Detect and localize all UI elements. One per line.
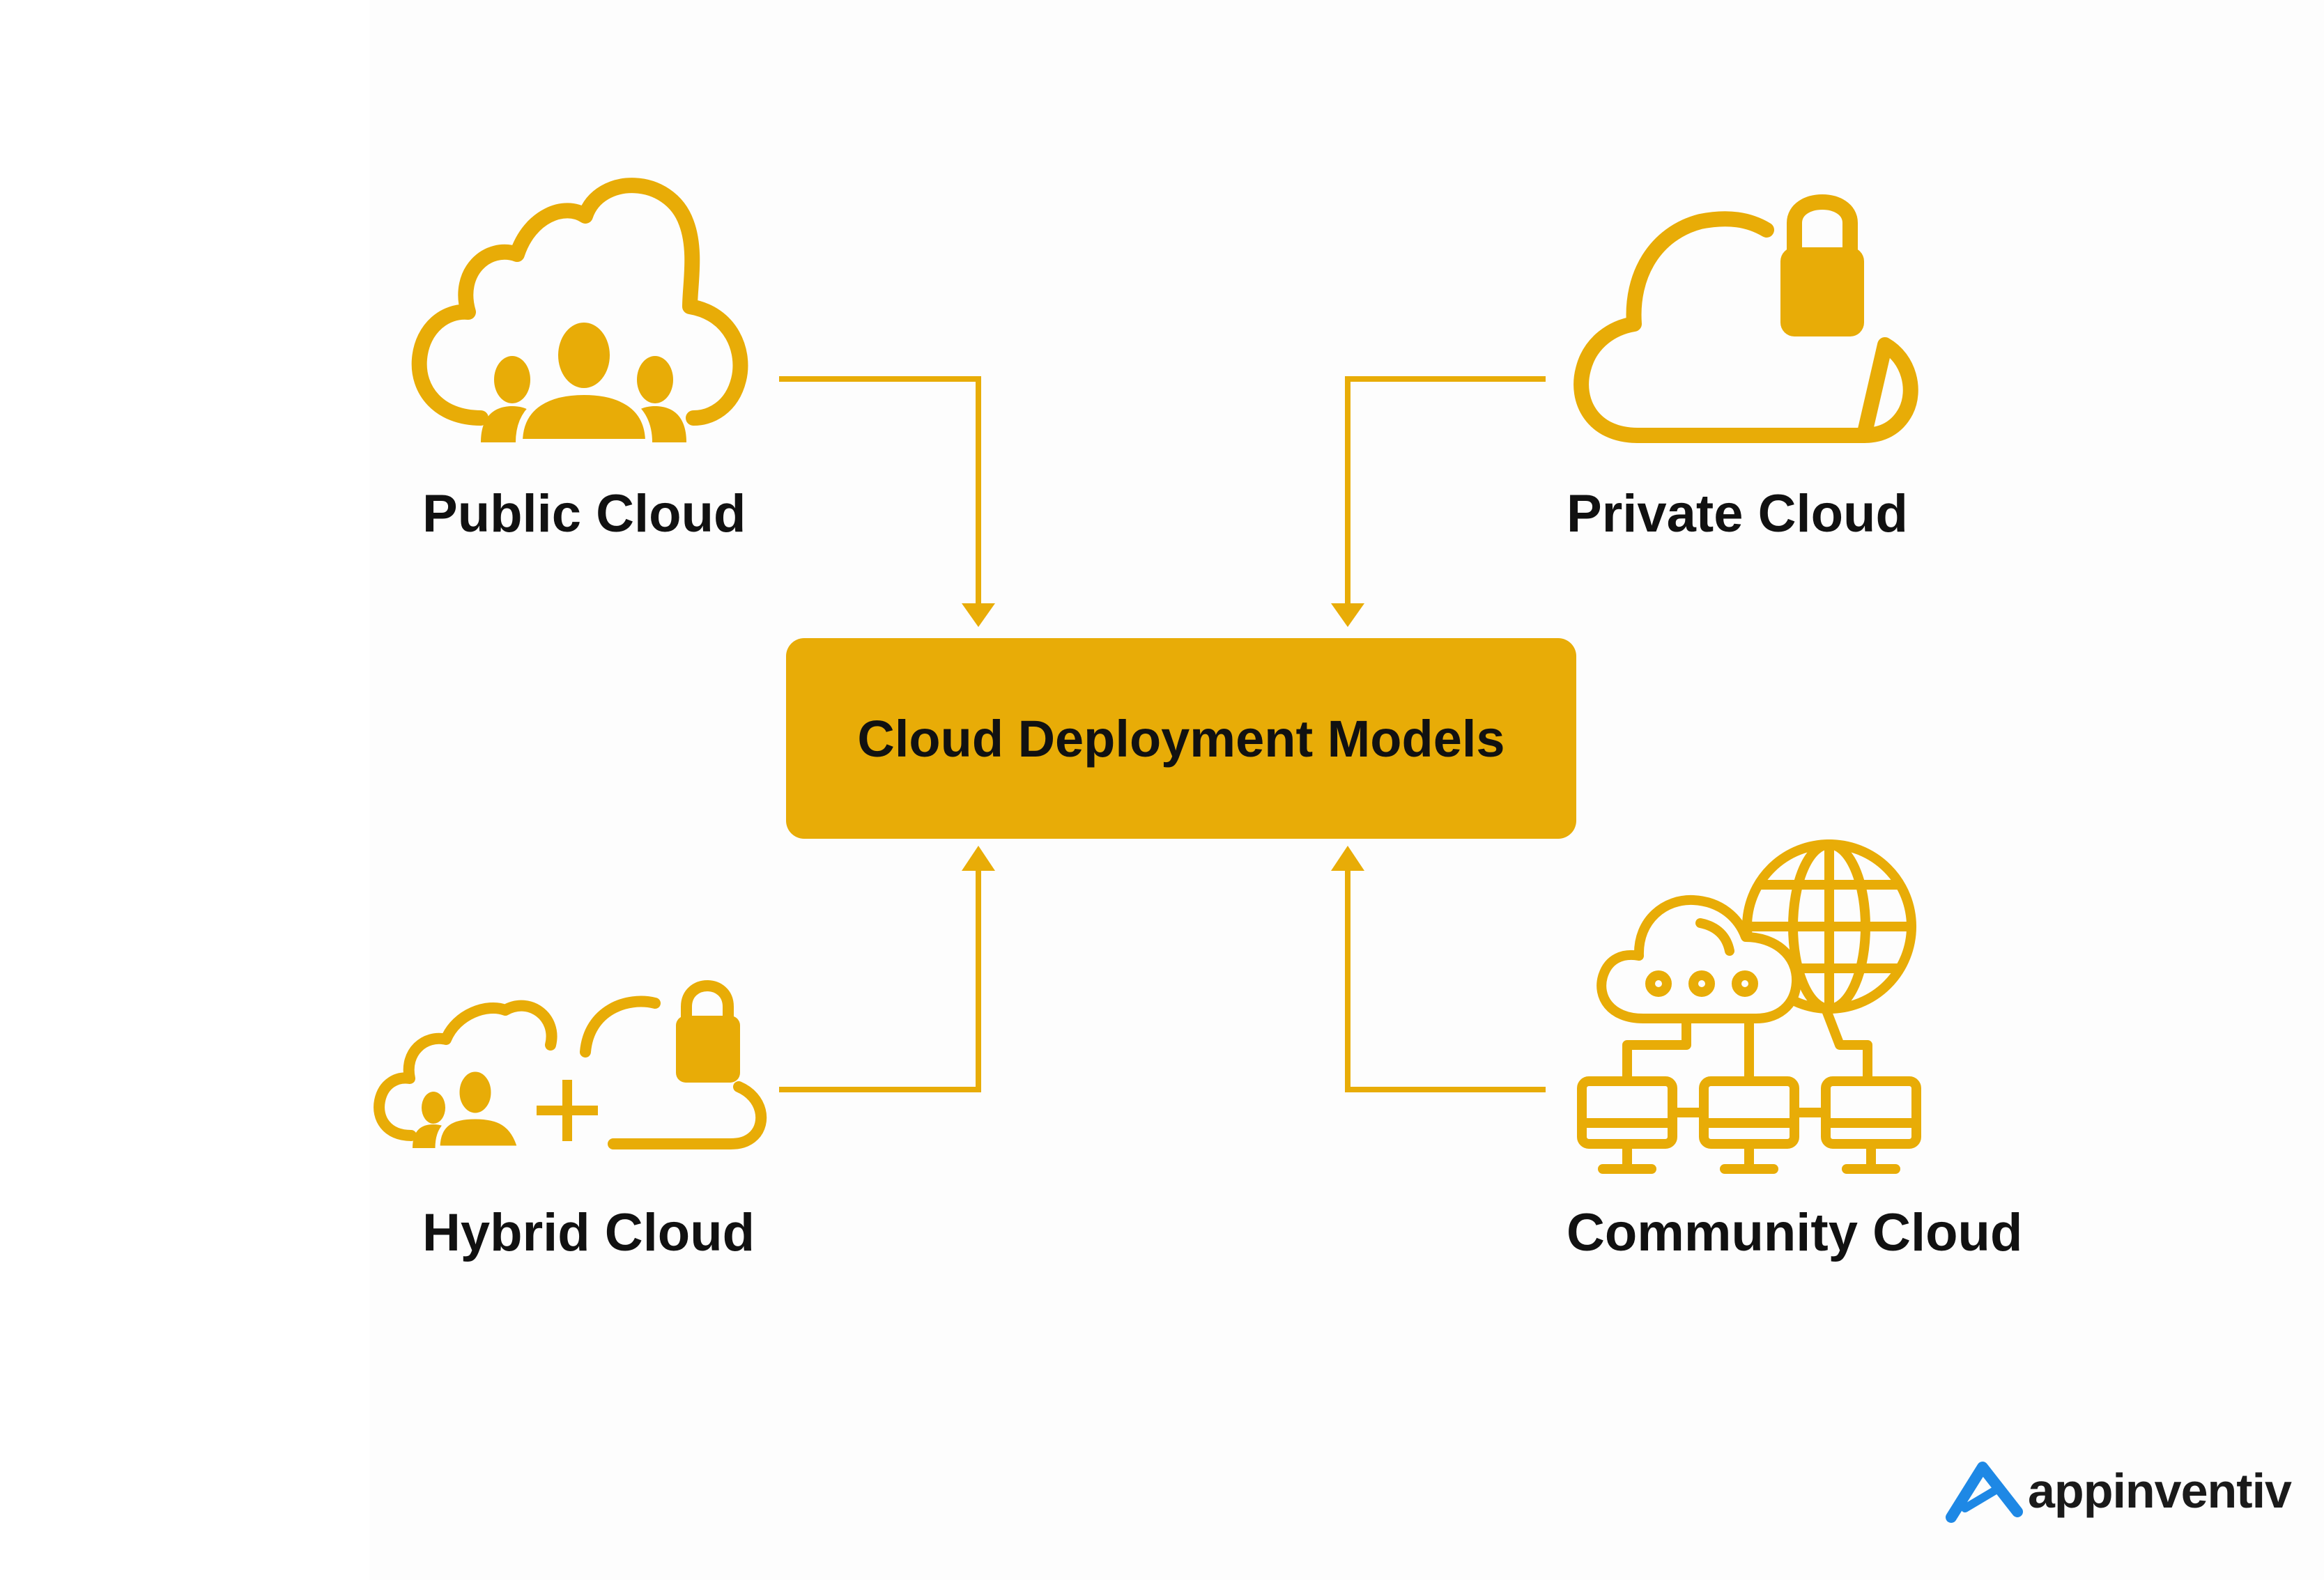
label-community-cloud: Community Cloud bbox=[1567, 1203, 2023, 1262]
diagram-title: Cloud Deployment Models bbox=[857, 709, 1505, 768]
arrow-up-right bbox=[1331, 846, 1364, 871]
brand-name: appinventiv bbox=[2028, 1464, 2292, 1518]
connector-public bbox=[779, 376, 981, 610]
label-public-cloud: Public Cloud bbox=[422, 484, 746, 543]
cloud-deployment-models-box: Cloud Deployment Models bbox=[786, 638, 1576, 839]
arrowheads bbox=[962, 603, 1364, 871]
connector-private bbox=[1345, 376, 1546, 610]
hybrid-cloud-icon bbox=[374, 980, 767, 1151]
brand: appinventiv bbox=[1944, 1463, 2292, 1519]
public-cloud-icon bbox=[411, 178, 748, 446]
arrow-down-right bbox=[1331, 603, 1364, 627]
community-cloud-icon bbox=[1577, 839, 1921, 1174]
arrow-down-left bbox=[962, 603, 995, 627]
connector-community bbox=[1345, 864, 1546, 1092]
label-private-cloud: Private Cloud bbox=[1567, 484, 1908, 543]
appinventiv-logo-icon bbox=[1946, 1462, 2023, 1523]
connector-hybrid bbox=[779, 864, 981, 1092]
connectors bbox=[779, 376, 1546, 1092]
label-hybrid-cloud: Hybrid Cloud bbox=[422, 1203, 755, 1262]
arrow-up-left bbox=[962, 846, 995, 871]
private-cloud-icon bbox=[1573, 194, 1918, 443]
